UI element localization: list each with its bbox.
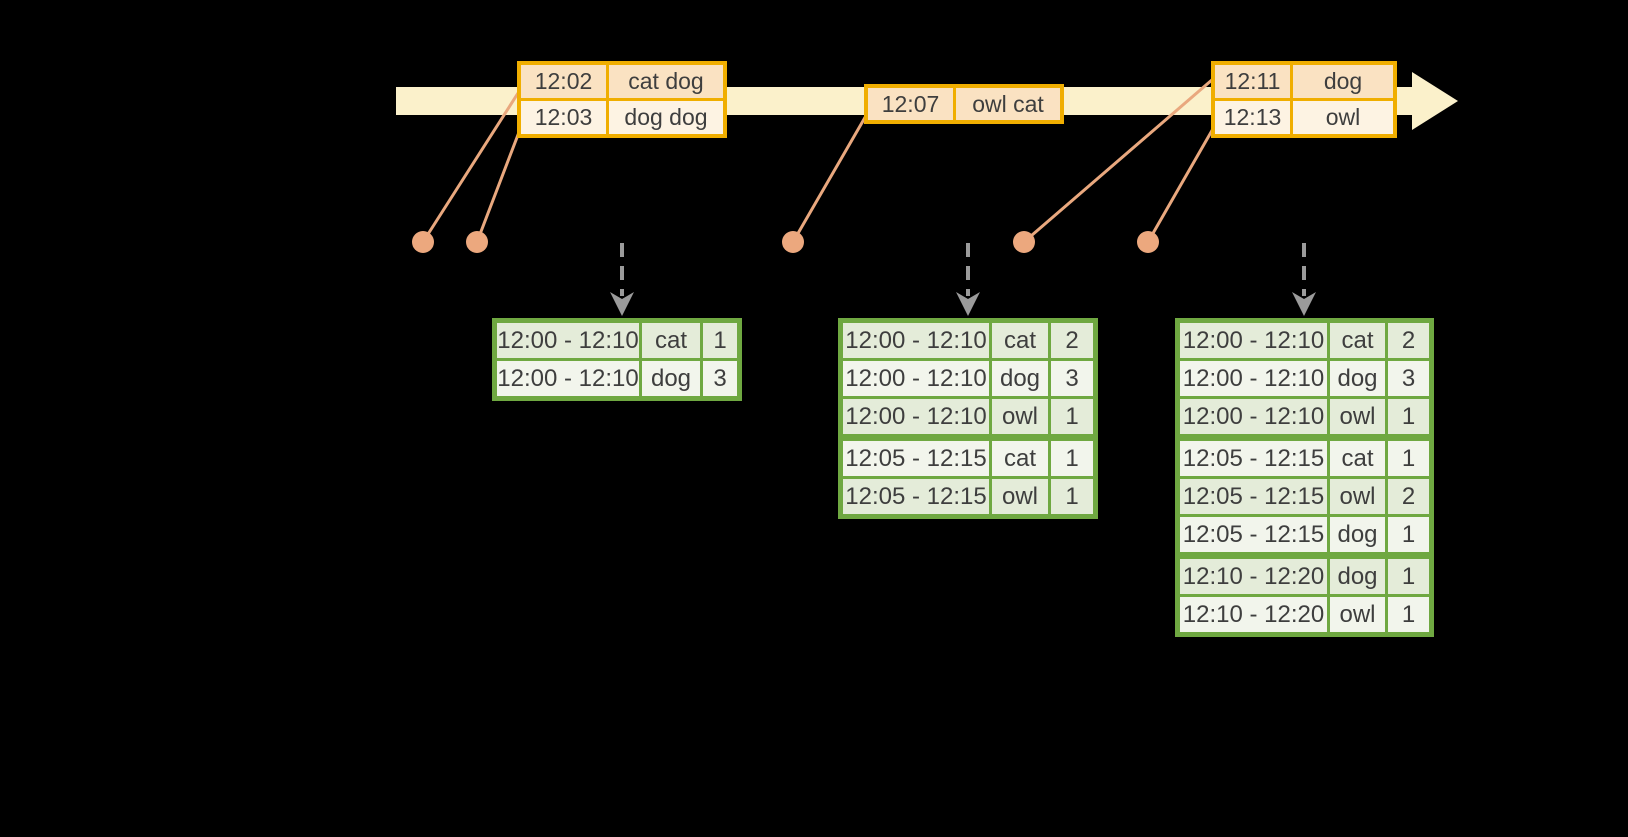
word-cell: owl [992, 399, 1048, 434]
window-cell: 12:10 - 12:20 [1180, 559, 1327, 594]
table-row: 12:00 - 12:10 cat 1 [497, 323, 737, 358]
table-row: 12:00 - 12:10 owl 1 [843, 399, 1093, 434]
event-time-cell: 12:03 [521, 101, 606, 134]
result-table-2: 12:00 - 12:10 cat 2 12:00 - 12:10 dog 3 … [838, 318, 1098, 519]
event-dot [466, 231, 488, 253]
table-row: 12:00 - 12:10 dog 3 [843, 361, 1093, 396]
count-cell: 3 [1388, 361, 1429, 396]
table-row: 12:00 - 12:10 owl 1 [1180, 399, 1429, 434]
event-connector-line [475, 125, 523, 244]
event-dot [1137, 231, 1159, 253]
event-dot [412, 231, 434, 253]
event-connector-line [1022, 77, 1215, 244]
count-cell: 1 [1051, 479, 1093, 514]
event-time-cell: 12:02 [521, 65, 606, 98]
window-cell: 12:05 - 12:15 [1180, 441, 1327, 476]
event-dots [412, 231, 1159, 253]
event-dot [782, 231, 804, 253]
event-table-3: 12:11 dog 12:13 owl [1211, 61, 1397, 138]
result-table-3: 12:00 - 12:10 cat 2 12:00 - 12:10 dog 3 … [1175, 318, 1434, 637]
word-cell: owl [1330, 597, 1385, 632]
table-row: 12:10 - 12:20 owl 1 [1180, 597, 1429, 632]
window-cell: 12:05 - 12:15 [843, 441, 989, 476]
count-cell: 2 [1388, 323, 1429, 358]
word-cell: cat [1330, 323, 1385, 358]
event-words-cell: owl cat [956, 88, 1060, 120]
event-words-cell: owl [1293, 101, 1393, 134]
event-time-cell: 12:07 [868, 88, 953, 120]
window-cell: 12:00 - 12:10 [497, 323, 639, 358]
word-cell: cat [1330, 441, 1385, 476]
event-words-cell: dog [1293, 65, 1393, 98]
count-cell: 1 [1051, 399, 1093, 434]
update-arrowhead-icon [956, 292, 980, 316]
count-cell: 1 [703, 323, 737, 358]
table-row: 12:00 - 12:10 dog 3 [497, 361, 737, 396]
word-cell: cat [642, 323, 700, 358]
word-cell: dog [1330, 517, 1385, 552]
table-row: 12:00 - 12:10 cat 2 [843, 323, 1093, 358]
window-cell: 12:05 - 12:15 [1180, 517, 1327, 552]
count-cell: 1 [1388, 399, 1429, 434]
count-cell: 1 [1388, 597, 1429, 632]
count-cell: 3 [1051, 361, 1093, 396]
window-cell: 12:10 - 12:20 [1180, 597, 1327, 632]
window-cell: 12:00 - 12:10 [1180, 361, 1327, 396]
result-table-1: 12:00 - 12:10 cat 1 12:00 - 12:10 dog 3 [492, 318, 742, 401]
table-row: 12:10 - 12:20 dog 1 [1180, 559, 1429, 594]
update-arrowhead-icon [1292, 292, 1316, 316]
table-row: 12:00 - 12:10 cat 2 [1180, 323, 1429, 358]
update-arrowhead-icon [610, 292, 634, 316]
window-cell: 12:00 - 12:10 [1180, 399, 1327, 434]
event-connector-line [791, 112, 869, 244]
count-cell: 1 [1051, 441, 1093, 476]
count-cell: 1 [1388, 559, 1429, 594]
event-connector-lines [421, 77, 1216, 244]
table-row: 12:05 - 12:15 owl 2 [1180, 479, 1429, 514]
update-arrows [620, 243, 1306, 296]
word-cell: dog [992, 361, 1048, 396]
event-table-1: 12:02 cat dog 12:03 dog dog [517, 61, 727, 138]
event-words-cell: cat dog [609, 65, 723, 98]
count-cell: 3 [703, 361, 737, 396]
table-row: 12:00 - 12:10 dog 3 [1180, 361, 1429, 396]
event-connector-line [1146, 125, 1216, 244]
count-cell: 2 [1388, 479, 1429, 514]
word-cell: cat [992, 441, 1048, 476]
window-cell: 12:05 - 12:15 [1180, 479, 1327, 514]
event-words-cell: dog dog [609, 101, 723, 134]
window-cell: 12:00 - 12:10 [843, 399, 989, 434]
event-time-cell: 12:11 [1215, 65, 1290, 98]
window-cell: 12:00 - 12:10 [843, 361, 989, 396]
update-arrowheads [610, 292, 1316, 316]
word-cell: dog [1330, 361, 1385, 396]
window-cell: 12:00 - 12:10 [497, 361, 639, 396]
event-table-2: 12:07 owl cat [864, 84, 1064, 124]
timeline-arrowhead-icon [1412, 72, 1458, 130]
table-row: 12:05 - 12:15 cat 1 [1180, 441, 1429, 476]
count-cell: 1 [1388, 517, 1429, 552]
word-cell: owl [1330, 399, 1385, 434]
event-time-cell: 12:13 [1215, 101, 1290, 134]
window-cell: 12:00 - 12:10 [843, 323, 989, 358]
table-row: 12:05 - 12:15 cat 1 [843, 441, 1093, 476]
event-connector-line [421, 88, 522, 244]
event-dot [1013, 231, 1035, 253]
word-cell: owl [1330, 479, 1385, 514]
window-cell: 12:00 - 12:10 [1180, 323, 1327, 358]
table-row: 12:05 - 12:15 owl 1 [843, 479, 1093, 514]
count-cell: 1 [1388, 441, 1429, 476]
word-cell: cat [992, 323, 1048, 358]
word-cell: dog [642, 361, 700, 396]
table-row: 12:05 - 12:15 dog 1 [1180, 517, 1429, 552]
word-cell: owl [992, 479, 1048, 514]
word-cell: dog [1330, 559, 1385, 594]
count-cell: 2 [1051, 323, 1093, 358]
window-cell: 12:05 - 12:15 [843, 479, 989, 514]
